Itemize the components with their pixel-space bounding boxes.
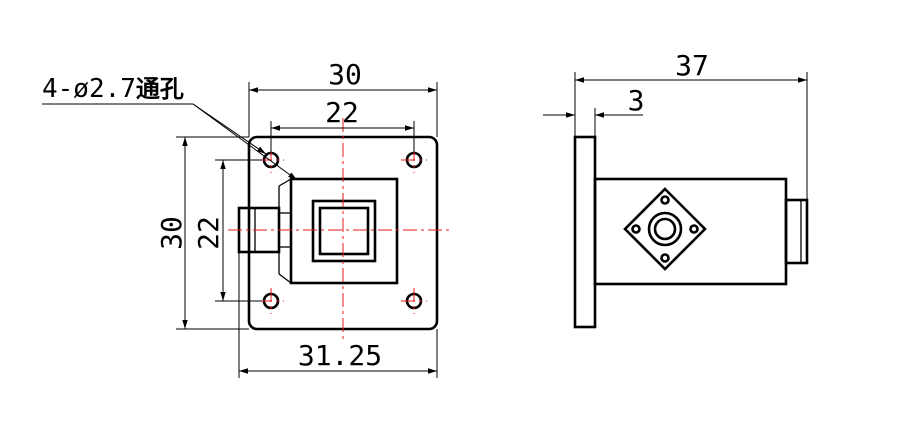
dim-overall-width: 31.25 bbox=[298, 339, 382, 372]
hole-note: 4-ø2.7通孔 bbox=[42, 74, 184, 104]
waveguide-aperture-outer bbox=[311, 199, 377, 263]
dim-width-inner: 22 bbox=[325, 96, 359, 129]
waveguide-aperture-inner bbox=[318, 206, 370, 256]
connector-hole-right bbox=[689, 224, 699, 234]
dim-height-inner: 22 bbox=[192, 216, 225, 250]
side-view: 37 3 bbox=[543, 49, 809, 329]
side-end-stub bbox=[784, 198, 809, 265]
connector-outer-ring bbox=[647, 211, 683, 247]
dim-flange-thickness: 3 bbox=[628, 84, 645, 117]
connector-hole-left bbox=[631, 224, 641, 234]
connector-inner-ring bbox=[653, 217, 677, 241]
connector-flange-diamond bbox=[623, 187, 707, 271]
connector-hole-top bbox=[660, 195, 670, 205]
dim-width-outer: 30 bbox=[328, 58, 362, 91]
connector-hole-bottom bbox=[660, 253, 670, 263]
dim-height-outer: 30 bbox=[155, 216, 188, 250]
front-body-outline bbox=[289, 177, 399, 285]
dim-overall-length: 37 bbox=[675, 49, 709, 82]
front-view: 30 22 30 22 31.25 4-ø2.7通孔 bbox=[42, 58, 450, 378]
side-flange bbox=[573, 135, 597, 329]
